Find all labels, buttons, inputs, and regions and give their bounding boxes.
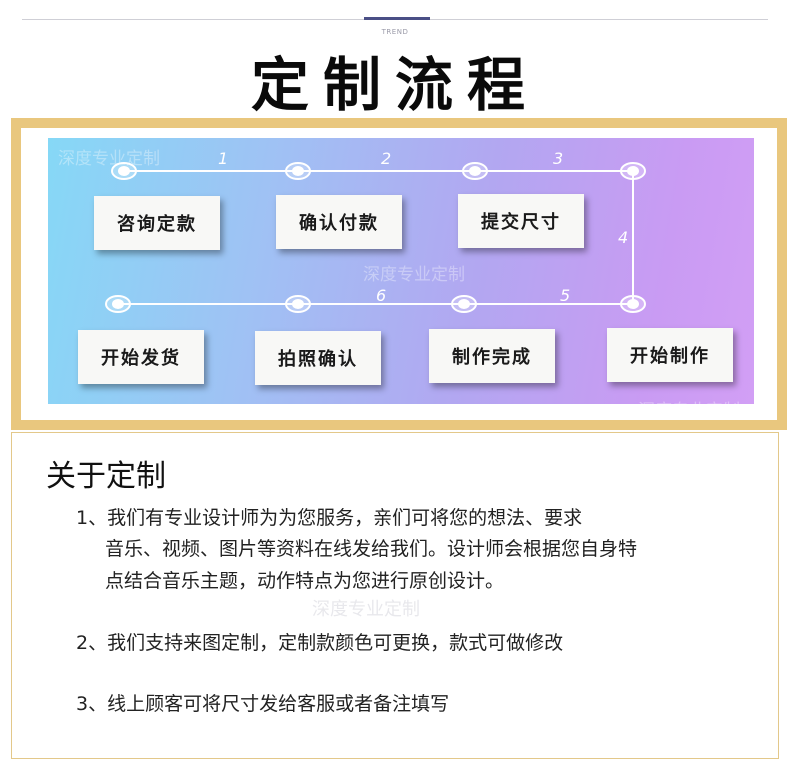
flow-node-dot [627,166,639,176]
step-box-photo-confirm: 拍照确认 [255,331,381,385]
step-number: 6 [376,286,387,305]
watermark-text: 深度专业定制 [638,396,740,404]
flow-node-dot [292,166,304,176]
flow-node-dot [458,299,470,309]
about-item-1-line-1: 1、我们有专业设计师为为您服务，亲们可将您的想法、要求 [76,507,583,529]
step-box-confirm-payment: 确认付款 [276,195,402,249]
page-title: 定制流程 [250,51,539,119]
step-box-submit-size: 提交尺寸 [458,194,584,248]
about-item-1-line-2: 音乐、视频、图片等资料在线发给我们。设计师会根据您自身特 [105,538,638,560]
step-number: 1 [218,149,229,168]
about-item-2: 2、我们支持来图定制，定制款颜色可更换，款式可做修改 [76,632,564,654]
step-box-production-done: 制作完成 [429,329,555,383]
flow-node-dot [112,299,124,309]
flow-path [118,170,634,305]
flow-node-dot [118,166,130,176]
about-item-3: 3、线上顾客可将尺寸发给客服或者备注填写 [76,693,450,715]
step-box-consult: 咨询定款 [94,196,220,250]
trend-label: TREND [381,28,409,36]
step-number: 3 [553,149,564,168]
step-number: 4 [618,228,629,247]
flow-node-dot [469,166,481,176]
step-box-start-production: 开始制作 [607,328,733,382]
flow-node-dot [292,299,304,309]
header-accent-bar [364,17,430,20]
flow-connector-lines [105,162,646,313]
process-flow-canvas: 深度专业定制 深度专业定制 深度专业定制 [48,138,754,404]
watermark-text: 深度专业定制 [58,149,160,169]
flow-node-dot [627,299,639,309]
step-box-shipping: 开始发货 [78,330,204,384]
process-panel: 深度专业定制 深度专业定制 深度专业定制 [11,118,787,430]
watermark-text: 深度专业定制 [363,265,465,285]
watermark-text: 深度专业定制 [312,599,420,620]
about-item-1-line-3: 点结合音乐主题，动作特点为您进行原创设计。 [105,570,505,592]
about-title: 关于定制 [46,459,166,494]
step-number: 2 [381,149,392,168]
about-panel: 关于定制 1、我们有专业设计师为为您服务，亲们可将您的想法、要求 音乐、视频、图… [11,432,779,759]
step-number: 5 [560,286,571,305]
